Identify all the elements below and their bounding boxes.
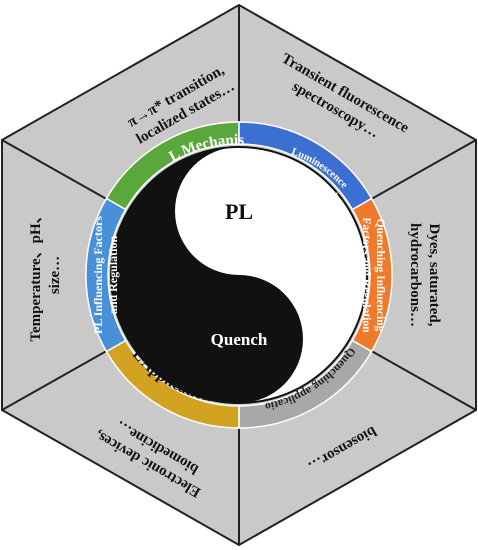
pl-circle — [205, 177, 273, 245]
pl-label: PL — [225, 199, 253, 224]
pl-factors-label-1: PL Influencing Factors — [91, 216, 105, 334]
quenching-factors-label-1: Quenching Influencing — [374, 219, 386, 332]
outer-left-label-2: size… — [47, 256, 63, 294]
outer-right-label-2: hydrocarbons… — [407, 223, 423, 327]
ring-segments — [85, 121, 393, 429]
outer-right-label-1: Dyes, saturated, — [426, 224, 442, 327]
quench-circle — [206, 306, 272, 372]
yin-yang-symbol — [110, 146, 368, 404]
outer-left-label-1: Temperature、pH、 — [28, 208, 44, 341]
pl-factors-label-2: and Regulation — [106, 236, 120, 315]
segment-pl-factors — [85, 197, 127, 353]
quenching-factors-label-2: Factors and Regulation — [360, 218, 372, 334]
hexagon-dividers — [1, 5, 477, 545]
quench-label: Quench — [211, 330, 268, 349]
